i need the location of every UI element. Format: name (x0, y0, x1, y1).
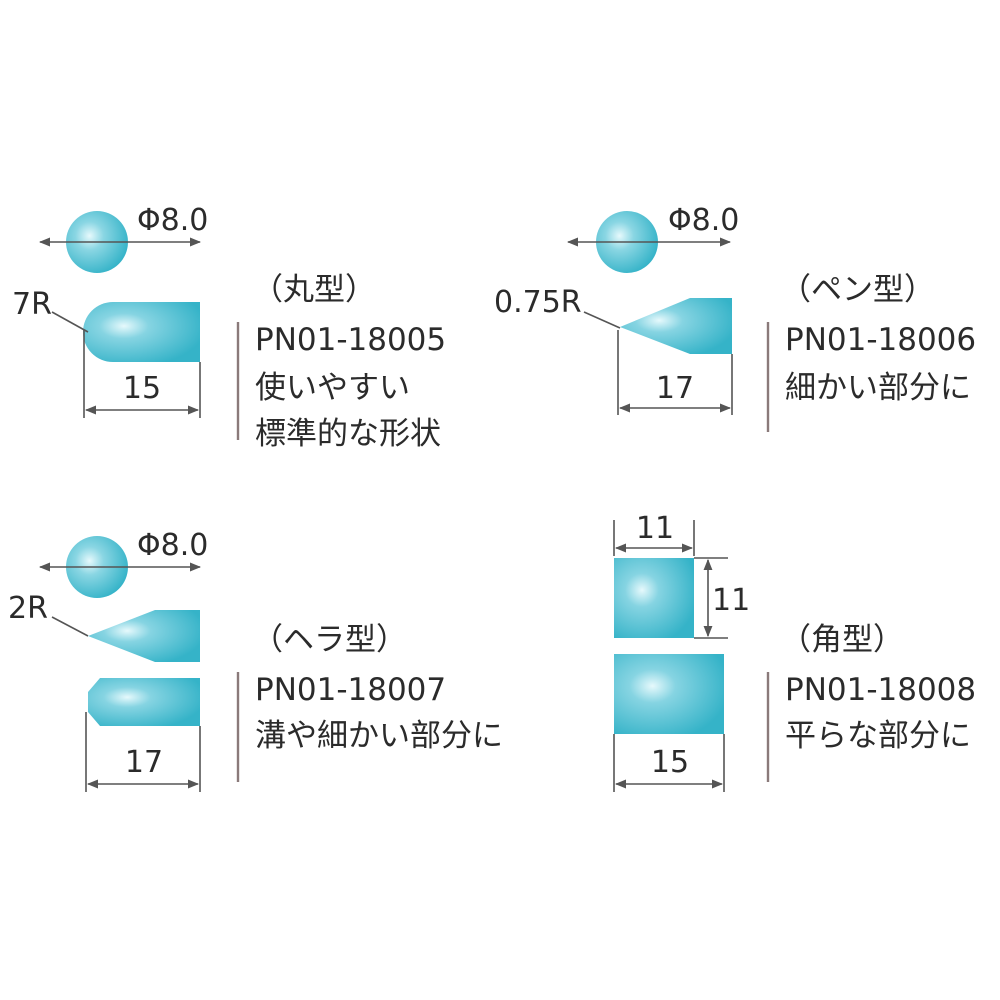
tip-square-type: （角型） (780, 622, 904, 658)
tip-square-height-label: 11 (712, 583, 750, 618)
tip-spatula-radius-leader (51, 616, 89, 637)
tip-spatula-code: PN01-18007 (255, 672, 446, 708)
tip-pen-radius-label: 0.75R (494, 285, 582, 320)
tip-pen-code: PN01-18006 (785, 322, 976, 358)
tip-pen: Φ8.0 0.75R 17 （ペン型） PN01-18006 細かい部分に (494, 203, 976, 432)
tip-round-desc-1: 使いやすい (255, 370, 410, 406)
tip-pen-desc-1: 細かい部分に (785, 370, 971, 406)
tip-round-length-label: 15 (123, 371, 161, 406)
tip-spatula-top-body (88, 678, 200, 726)
tip-pen-type: （ペン型） (780, 272, 935, 308)
tip-round-radius-label: 7R (12, 287, 52, 322)
tip-round-radius-leader (51, 311, 89, 333)
tip-spatula-length-label: 17 (125, 745, 163, 780)
tip-pen-diameter-label: Φ8.0 (668, 203, 739, 238)
tip-spatula-desc-1: 溝や細かい部分に (255, 718, 503, 754)
tip-spatula-type: （ヘラ型） (252, 622, 407, 658)
tip-square-width-label: 11 (636, 511, 674, 546)
tip-square: 11 11 15 （角型） PN01-18008 平らな部分に (613, 511, 976, 792)
tip-pen-radius-leader (583, 311, 621, 329)
tip-round: Φ8.0 7R 15 （丸型） PN01-18005 使いやすい 標準的な形状 (12, 203, 446, 452)
tip-spatula: Φ8.0 2R 17 （ヘラ型） PN01-18007 溝や細かい部分に (8, 528, 503, 792)
tip-square-desc-1: 平らな部分に (785, 718, 971, 754)
tip-round-desc-2: 標準的な形状 (255, 416, 441, 452)
tip-round-code: PN01-18005 (255, 322, 446, 358)
tip-spatula-radius-label: 2R (8, 591, 48, 626)
tip-round-body (83, 302, 200, 362)
tip-spatula-diameter-label: Φ8.0 (137, 528, 208, 563)
tip-square-end-body (614, 558, 694, 638)
tip-square-code: PN01-18008 (785, 672, 976, 708)
tip-spatula-side-body (88, 610, 200, 662)
tip-pen-body (620, 298, 732, 354)
tip-square-length-label: 15 (651, 745, 689, 780)
tip-round-type: （丸型） (252, 272, 376, 308)
tip-square-side-body (614, 654, 724, 734)
tip-pen-length-label: 17 (656, 371, 694, 406)
tip-round-diameter-label: Φ8.0 (137, 203, 208, 238)
